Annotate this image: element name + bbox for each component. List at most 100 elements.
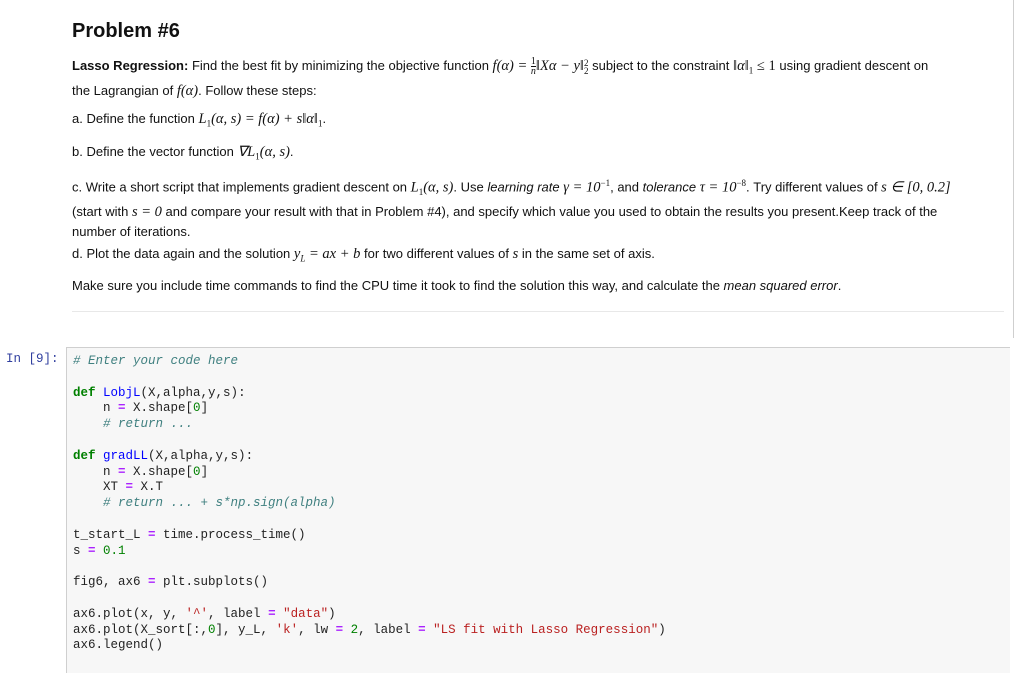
code-l13-op: = xyxy=(88,543,96,558)
code-l17-b: , label xyxy=(208,606,269,621)
code-l19: ax6.legend() xyxy=(73,638,164,653)
step-c-m2sup: −1 xyxy=(600,178,611,188)
step-a: a. Define the function L1(α, s) = f(α) +… xyxy=(72,109,326,134)
step-c-t2: . Use xyxy=(453,179,488,195)
step-d: d. Plot the data again and the solution … xyxy=(72,244,655,269)
cell-prompt: In [9]: xyxy=(6,352,59,366)
step-a-end: . xyxy=(322,111,327,126)
code-cell[interactable]: # Enter your code here def LobjL(X,alpha… xyxy=(0,338,1024,673)
step-d-m1sub: L xyxy=(300,253,306,264)
step-c: c. Write a short script that implements … xyxy=(72,174,951,241)
code-l18-op2: = xyxy=(418,622,426,637)
code-l17-op: = xyxy=(268,606,276,621)
step-a-text: a. Define the function xyxy=(72,111,199,126)
code-l13: s xyxy=(73,543,89,558)
code-l8-c: ] xyxy=(200,464,209,479)
step-b-math-b: (α, s) xyxy=(259,144,290,160)
step-a-math: L xyxy=(198,111,207,127)
step-e-t1: Make sure you include time commands to f… xyxy=(72,278,724,293)
code-l4: n xyxy=(73,401,119,416)
code-l12-b: time.process_time() xyxy=(155,527,306,542)
step-c-tolerance: tolerance xyxy=(642,179,697,195)
code-l9-op: = xyxy=(125,480,134,495)
code-l18-b: ], y_L, xyxy=(215,622,276,637)
step-c-t1: c. Write a short script that implements … xyxy=(72,179,411,195)
step-c-m1b: (α, s) xyxy=(423,179,454,196)
code-l9: XT xyxy=(73,480,126,495)
code-l12: t_start_L xyxy=(73,527,149,542)
code-l10: # return ... + s*np.sign(alpha) xyxy=(73,496,336,511)
intro-text2: subject to the constraint xyxy=(588,58,734,73)
constraint-sub: 1 xyxy=(748,65,754,76)
code-l4-b: X.shape[ xyxy=(125,401,194,416)
intro-line2b: . Follow these steps: xyxy=(198,82,317,98)
step-c-line2m: s = 0 xyxy=(131,203,162,220)
step-c-m2: γ = 10 xyxy=(559,179,601,196)
code-l13-n: 0.1 xyxy=(95,543,126,558)
code-l8: n xyxy=(73,464,119,479)
step-b-end: . xyxy=(289,144,294,159)
step-c-m3: τ = 10 xyxy=(696,179,737,196)
step-b: b. Define the vector function ∇L1(α, s). xyxy=(72,142,294,167)
intro-bold: Lasso Regression: xyxy=(72,58,189,73)
code-l9-b: X.T xyxy=(133,480,164,495)
code-l8-b: X.shape[ xyxy=(125,464,194,479)
step-c-m3sup: −8 xyxy=(736,178,747,188)
step-a-sub2: 1 xyxy=(318,118,323,129)
code-l17: ax6.plot(x, y, xyxy=(73,606,186,621)
code-l3-rest: (X,alpha,y,s): xyxy=(140,385,246,400)
code-l15-op: = xyxy=(148,575,156,590)
step-d-t2: for two different values of xyxy=(360,246,513,261)
step-c-m1sub: 1 xyxy=(418,186,424,197)
code-editor[interactable]: # Enter your code here def LobjL(X,alpha… xyxy=(66,347,1010,673)
step-e-t2: . xyxy=(837,278,842,293)
code-line-comment: # Enter your code here xyxy=(73,354,239,368)
code-l18-e: ) xyxy=(658,622,666,637)
step-a-sub: 1 xyxy=(206,118,212,129)
step-c-t3: , and xyxy=(610,179,643,195)
step-c-line3: number of iterations. xyxy=(72,223,191,239)
step-c-line2a: (start with xyxy=(72,203,132,219)
code-l18-s2: "LS fit with Lasso Regression" xyxy=(425,622,659,637)
frac-den: n xyxy=(530,66,536,78)
intro-line2a: the Lagrangian of xyxy=(72,82,177,98)
norm-sup: 2 xyxy=(583,57,589,68)
step-d-m1b: = ax + b xyxy=(305,246,361,262)
intro-text3: using gradient descent on xyxy=(775,58,929,73)
step-b-text: b. Define the vector function xyxy=(72,144,238,159)
cell-prompt-area xyxy=(0,338,66,672)
step-b-sub: 1 xyxy=(255,151,260,162)
step-b-math: ∇L xyxy=(237,144,256,160)
step-c-t4: . Try different values of xyxy=(746,179,882,195)
code-l17-s2: "data" xyxy=(275,606,329,621)
norm-sub: 2 xyxy=(583,65,589,76)
code-l18: ax6.plot(X_sort[:, xyxy=(73,622,209,637)
math-norm: ‖Xα − y‖ xyxy=(535,58,584,74)
code-l18-s: 'k' xyxy=(275,622,299,637)
code-l17-s: '^' xyxy=(185,606,209,621)
code-l5: # return ... xyxy=(73,417,194,432)
step-c-learning-rate: learning rate xyxy=(487,179,560,195)
math-objective: f(α) = xyxy=(492,58,531,74)
step-d-t3: in the same set of axis. xyxy=(518,246,655,261)
math-constraint: ‖α‖ xyxy=(733,58,749,74)
step-d-m1: y xyxy=(293,246,301,262)
function-name-gradll: gradLL xyxy=(103,448,149,463)
step-d-m2: s xyxy=(512,246,519,262)
notebook-cell-border xyxy=(1013,0,1014,338)
intro-paragraph: Lasso Regression: Find the best fit by m… xyxy=(72,56,928,101)
intro-line2m: f(α) xyxy=(176,82,199,99)
code-l8-op: = xyxy=(118,464,126,479)
keyword-def: def xyxy=(73,385,96,400)
step-e: Make sure you include time commands to f… xyxy=(72,276,841,295)
code-l7-rest: (X,alpha,y,s): xyxy=(148,448,254,463)
code-l18-n: 0 xyxy=(208,622,216,637)
code-l17-c: ) xyxy=(328,606,336,621)
step-c-m1: L xyxy=(410,179,419,196)
code-text[interactable]: # Enter your code here def LobjL(X,alpha… xyxy=(73,354,666,654)
code-l4-n: 0 xyxy=(193,401,201,416)
step-d-t1: d. Plot the data again and the solution xyxy=(72,246,294,261)
step-c-line2b: and compare your result with that in Pro… xyxy=(161,203,938,219)
function-name-lobjl: LobjL xyxy=(103,385,141,400)
step-a-math-b: (α, s) = f(α) + s‖α‖ xyxy=(211,111,318,127)
